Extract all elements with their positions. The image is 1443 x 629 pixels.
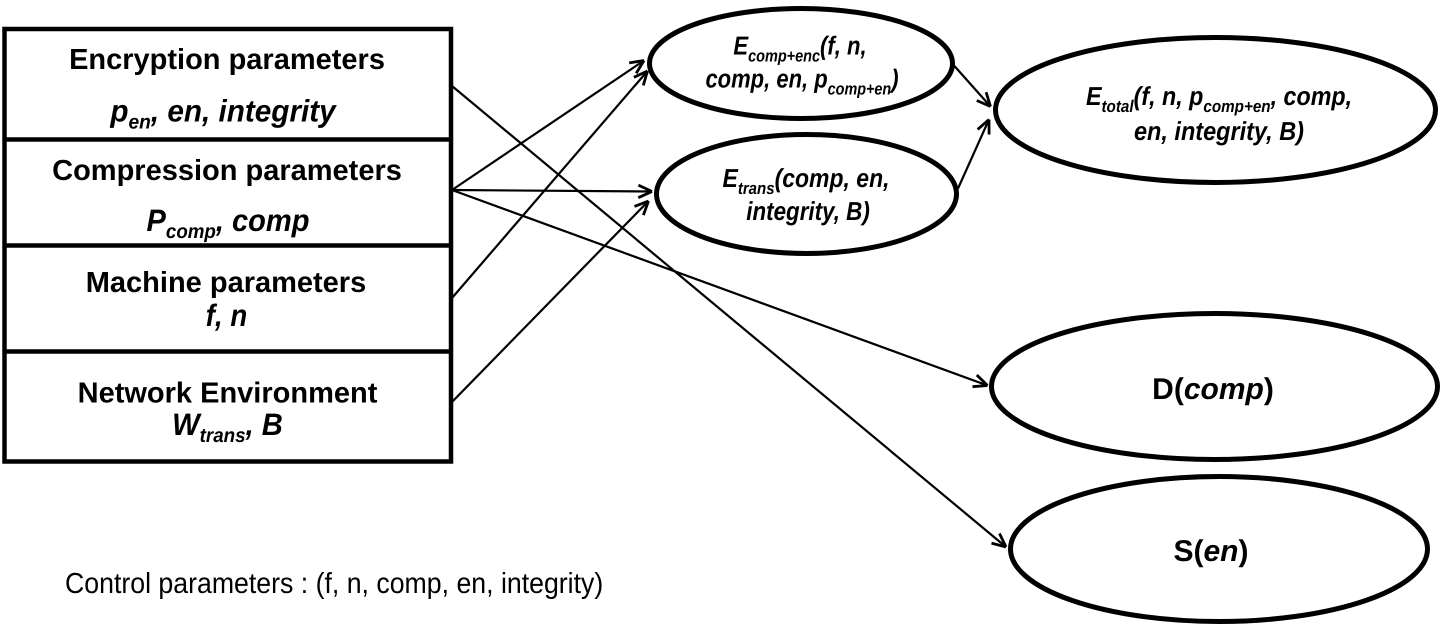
svg-text:S(en): S(en) [1173, 535, 1248, 568]
svg-text:D(comp): D(comp) [1152, 373, 1274, 406]
svg-text:comp, en, pcomp+en): comp, en, pcomp+en) [705, 64, 898, 99]
svg-text:Encryption parameters: Encryption parameters [69, 44, 385, 76]
svg-text:Machine parameters: Machine parameters [86, 267, 366, 299]
svg-text:Etotal(f, n, pcomp+en, comp,: Etotal(f, n, pcomp+en, comp, [1086, 81, 1352, 116]
svg-text:Etrans(comp, en,: Etrans(comp, en, [722, 163, 889, 198]
svg-text:Wtrans, B: Wtrans, B [172, 407, 283, 447]
svg-text:Compression parameters: Compression parameters [52, 155, 402, 187]
svg-text:Network Environment: Network Environment [78, 378, 378, 410]
svg-text:integrity, B): integrity, B) [746, 196, 870, 226]
svg-text:f, n: f, n [206, 298, 247, 333]
svg-text:en, integrity, B): en, integrity, B) [1134, 116, 1304, 146]
svg-text:pen, en, integrity: pen, en, integrity [109, 94, 337, 134]
svg-text:Ecomp+enc(f, n,: Ecomp+enc(f, n, [733, 31, 866, 66]
svg-text:Control parameters : (f, n, co: Control parameters : (f, n, comp, en, in… [65, 568, 603, 600]
svg-text:Pcomp, comp: Pcomp, comp [147, 203, 310, 243]
